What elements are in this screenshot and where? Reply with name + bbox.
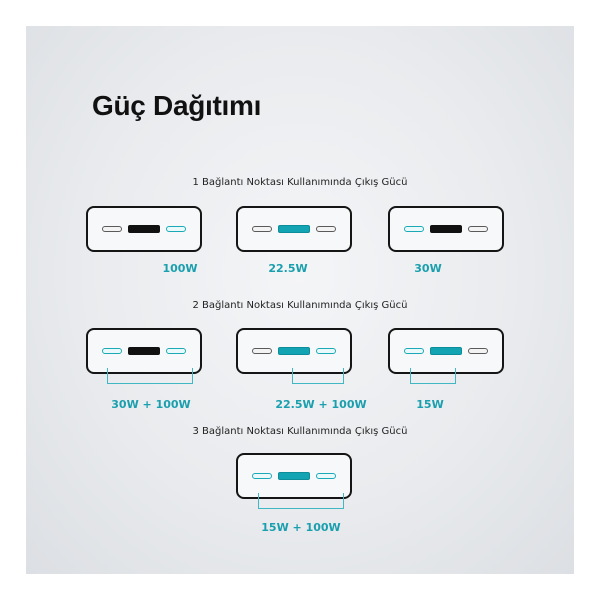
section-label-3: 3 Bağlantı Noktası Kullanımında Çıkış Gü… bbox=[192, 426, 408, 437]
section-label-2: 2 Bağlantı Noktası Kullanımında Çıkış Gü… bbox=[192, 300, 408, 311]
section-label-1: 1 Bağlantı Noktası Kullanımında Çıkış Gü… bbox=[192, 177, 408, 188]
connector-bracket bbox=[292, 368, 344, 384]
power-value: 22.5W + 100W bbox=[275, 398, 367, 411]
usb-a-port-icon bbox=[278, 347, 310, 355]
usb-c-port-icon bbox=[468, 226, 488, 232]
usb-c-port-icon bbox=[102, 348, 122, 354]
power-value: 15W bbox=[416, 398, 444, 411]
usb-c-port-icon bbox=[166, 226, 186, 232]
usb-c-port-icon bbox=[102, 226, 122, 232]
usb-c-port-icon bbox=[316, 348, 336, 354]
connector-bracket bbox=[107, 368, 193, 384]
power-bank-2-1 bbox=[86, 328, 202, 374]
usb-c-port-icon bbox=[404, 226, 424, 232]
power-value: 30W + 100W bbox=[111, 398, 191, 411]
power-value: 100W bbox=[162, 262, 198, 275]
power-bank-2-2 bbox=[236, 328, 352, 374]
connector-bracket bbox=[258, 493, 344, 509]
power-bank-1-3 bbox=[388, 206, 504, 252]
page-title: Güç Dağıtımı bbox=[92, 90, 262, 121]
usb-a-port-icon bbox=[430, 347, 462, 355]
usb-a-port-icon bbox=[278, 225, 310, 233]
power-bank-1-2 bbox=[236, 206, 352, 252]
power-value: 22.5W bbox=[268, 262, 308, 275]
power-bank-1-1 bbox=[86, 206, 202, 252]
usb-c-port-icon bbox=[316, 473, 336, 479]
usb-a-port-icon bbox=[128, 225, 160, 233]
usb-c-port-icon bbox=[166, 348, 186, 354]
usb-a-port-icon bbox=[430, 225, 462, 233]
power-bank-3-1 bbox=[236, 453, 352, 499]
power-bank-2-3 bbox=[388, 328, 504, 374]
usb-c-port-icon bbox=[468, 348, 488, 354]
usb-c-port-icon bbox=[252, 348, 272, 354]
power-value: 30W bbox=[414, 262, 442, 275]
usb-c-port-icon bbox=[404, 348, 424, 354]
usb-c-port-icon bbox=[316, 226, 336, 232]
usb-a-port-icon bbox=[278, 472, 310, 480]
power-value: 15W + 100W bbox=[261, 521, 341, 534]
connector-bracket bbox=[410, 368, 456, 384]
usb-a-port-icon bbox=[128, 347, 160, 355]
usb-c-port-icon bbox=[252, 226, 272, 232]
usb-c-port-icon bbox=[252, 473, 272, 479]
